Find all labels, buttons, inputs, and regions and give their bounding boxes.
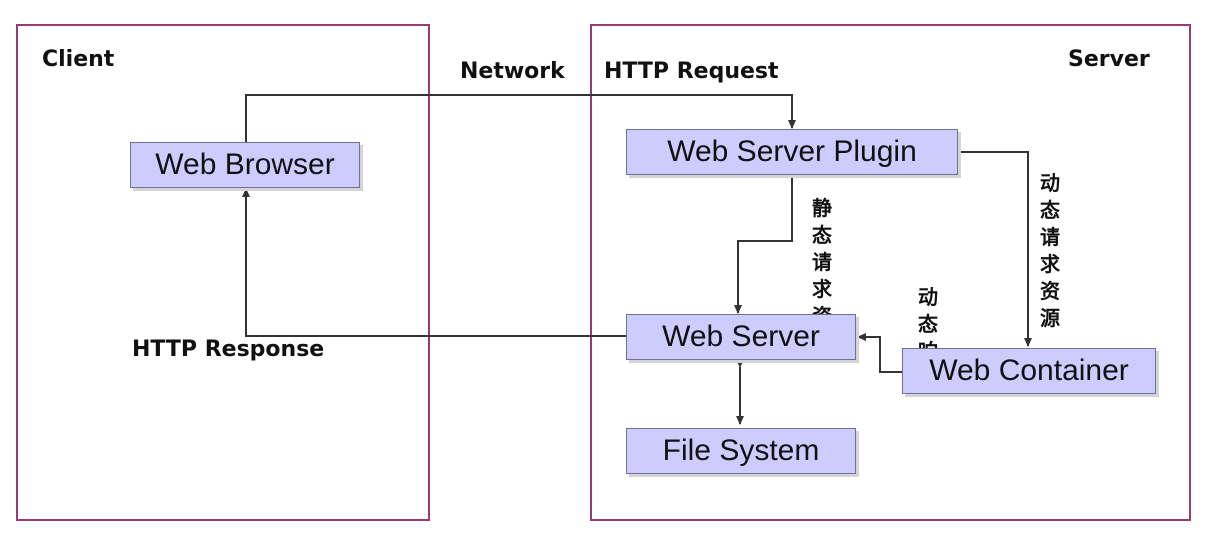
server-label: Server (1068, 47, 1150, 72)
client-label: Client (42, 47, 115, 72)
web-container-node: Web Container (902, 348, 1156, 394)
static-request-connector (734, 176, 793, 314)
http-request-label: HTTP Request (604, 59, 779, 84)
dynamic-request-label: 动态请求资源 (1040, 171, 1060, 330)
http-response-label: HTTP Response (132, 337, 325, 362)
http-response-connector (242, 188, 626, 337)
web-server-plugin-node: Web Server Plugin (626, 129, 958, 175)
dynamic-response-connector (857, 333, 902, 373)
file-system-node: File System (626, 428, 856, 474)
dynamic-request-connector (958, 151, 1032, 347)
web-browser-node: Web Browser (130, 142, 360, 188)
http-request-connector (245, 94, 796, 143)
web-server-node: Web Server (626, 314, 856, 360)
network-label: Network (460, 59, 565, 84)
client-region (16, 24, 430, 521)
